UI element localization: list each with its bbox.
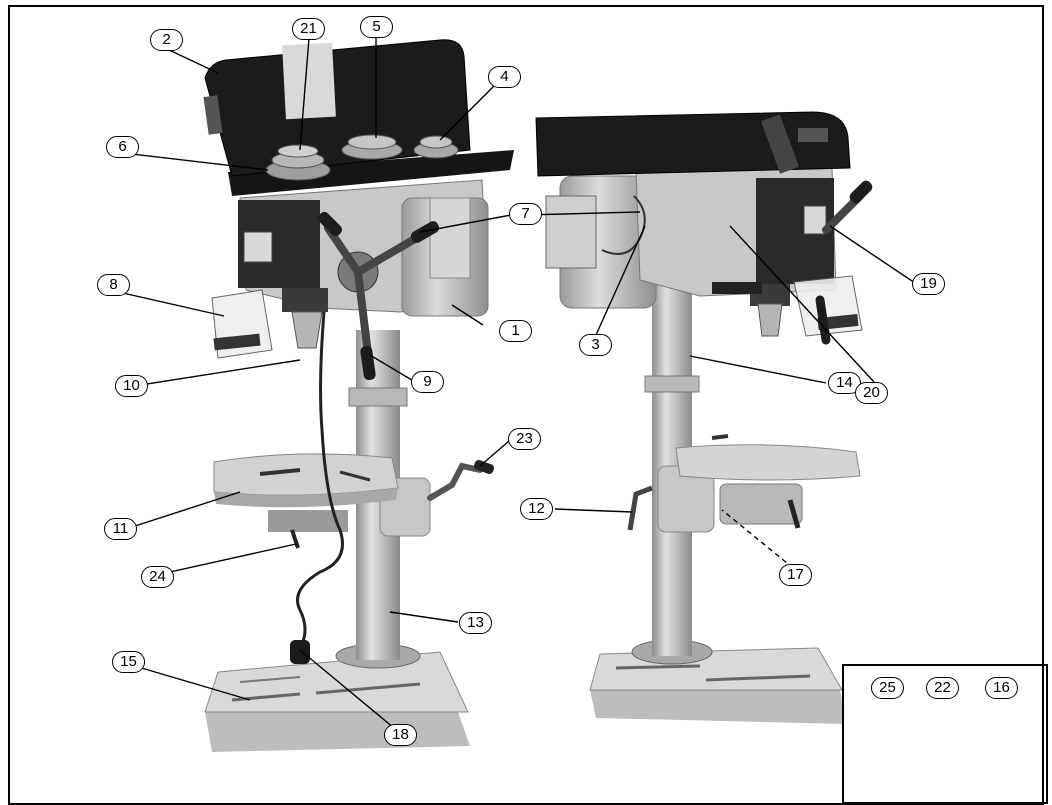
callout-1: 1 bbox=[499, 320, 532, 342]
left-plug bbox=[290, 640, 310, 664]
right-table bbox=[675, 434, 861, 481]
callout-8: 8 bbox=[97, 274, 130, 296]
leader-lines bbox=[113, 36, 916, 734]
callout-2: 2 bbox=[150, 29, 183, 51]
left-table bbox=[213, 453, 399, 549]
left-chuck bbox=[291, 311, 323, 349]
callout-3: 3 bbox=[579, 334, 612, 356]
callout-22: 22 bbox=[926, 677, 959, 699]
callout-12: 12 bbox=[520, 498, 553, 520]
left-power-cord bbox=[296, 299, 344, 649]
callout-9: 9 bbox=[411, 371, 444, 393]
callout-20: 20 bbox=[855, 382, 888, 404]
callout-15: 15 bbox=[112, 651, 145, 673]
left-pulleys bbox=[265, 134, 459, 181]
callout-23: 23 bbox=[508, 428, 541, 450]
right-motor bbox=[545, 175, 657, 309]
callout-18: 18 bbox=[384, 724, 417, 746]
callout-7: 7 bbox=[509, 203, 542, 225]
callout-4: 4 bbox=[488, 66, 521, 88]
callout-5: 5 bbox=[360, 16, 393, 38]
left-open-lid bbox=[204, 39, 471, 177]
callout-11: 11 bbox=[104, 518, 137, 540]
callout-25: 25 bbox=[871, 677, 904, 699]
callout-10: 10 bbox=[115, 375, 148, 397]
callout-17: 17 bbox=[779, 564, 812, 586]
callout-21: 21 bbox=[292, 18, 325, 40]
diagram-border bbox=[8, 5, 1044, 805]
left-feed-handles bbox=[317, 211, 440, 381]
callout-6: 6 bbox=[106, 136, 139, 158]
callout-16: 16 bbox=[985, 677, 1018, 699]
callout-24: 24 bbox=[141, 566, 174, 588]
left-belt-tray bbox=[228, 150, 514, 196]
right-drill-press bbox=[535, 111, 873, 724]
callout-13: 13 bbox=[459, 612, 492, 634]
callout-19: 19 bbox=[912, 273, 945, 295]
left-drill-press bbox=[203, 39, 514, 752]
left-base bbox=[204, 651, 470, 752]
leader-line-17 bbox=[721, 509, 794, 569]
